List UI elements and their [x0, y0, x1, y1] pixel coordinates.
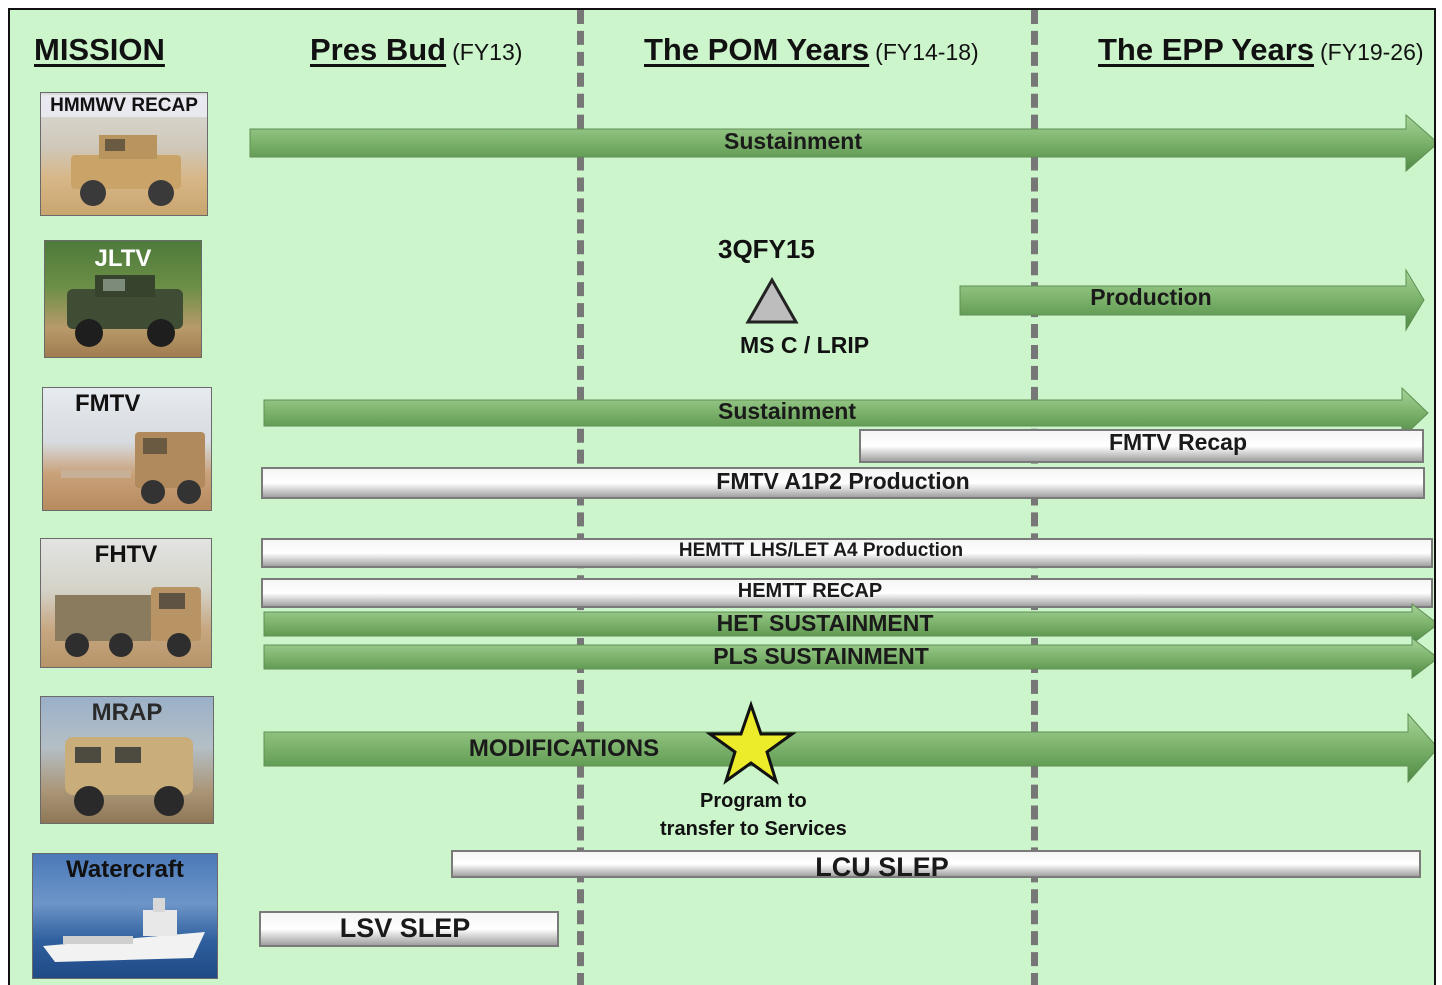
milestone-star-icon [705, 700, 797, 785]
epp-years-sub: (FY19-26) [1320, 39, 1424, 65]
pres-bud-header: Pres Bud(FY13) [310, 32, 522, 68]
mission-header: MISSION [34, 32, 165, 67]
hemtt-recap-bar [261, 578, 1433, 608]
hmmwv-sustainment-label: Sustainment [723, 128, 863, 154]
lcu-slep-label: LCU SLEP [815, 852, 949, 882]
watercraft-thumbnail: Watercraft [32, 853, 218, 979]
jltv-milestone-date: 3QFY15 [718, 234, 815, 264]
fmtv-thumbnail: FMTV [42, 387, 212, 511]
mrap-modifications-arrow [263, 712, 1434, 784]
pom-years-header: The POM Years(FY14-18) [644, 32, 979, 68]
mrap-milestone-line1: Program to [700, 790, 807, 812]
jltv-thumbnail: JLTV [44, 240, 202, 358]
pls-sustainment-label: PLS SUSTAINMENT [713, 643, 929, 669]
fmtv-a1p2-label: FMTV A1P2 Production [716, 468, 970, 494]
hmmwv-thumbnail: HMMWV RECAP [40, 92, 208, 216]
epp-years-title: The EPP Years [1098, 32, 1315, 67]
fmtv-recap-bar [859, 429, 1424, 463]
fmtv-a1p2-bar [261, 467, 1425, 499]
fhtv-thumbnail: FHTV [40, 538, 212, 668]
fhtv-label: FHTV [94, 541, 158, 568]
watercraft-label: Watercraft [66, 856, 184, 883]
lsv-slep-label: LSV SLEP [339, 913, 471, 943]
lcu-slep-bar [451, 850, 1421, 878]
mrap-thumbnail: MRAP [40, 696, 214, 824]
pom-years-sub: (FY14-18) [875, 39, 979, 65]
mrap-label: MRAP [91, 699, 163, 726]
timeline-diagram: MISSION Pres Bud(FY13) The POM Years(FY1… [8, 8, 1436, 985]
fmtv-sustainment-label: Sustainment [717, 398, 857, 424]
hemtt-recap-label: HEMTT RECAP [737, 580, 883, 602]
fhtv-vehicle-icon [55, 587, 201, 657]
watercraft-vessel-icon [43, 898, 205, 962]
hmmwv-vehicle-icon [71, 135, 181, 206]
hmmwv-sustainment-arrow [249, 113, 1434, 173]
mrap-modifications-label: MODIFICATIONS [468, 735, 660, 762]
jltv-production-arrow [959, 268, 1425, 332]
epp-years-header: The EPP Years(FY19-26) [1098, 32, 1424, 68]
het-sustainment-label: HET SUSTAINMENT [716, 610, 934, 636]
mrap-vehicle-icon [65, 737, 193, 816]
fmtv-label: FMTV [75, 390, 141, 417]
hemtt-lhs-label: HEMTT LHS/LET A4 Production [678, 540, 964, 561]
mrap-milestone-line2: transfer to Services [660, 818, 847, 840]
timeline-bars [249, 113, 1434, 947]
fmtv-recap-label: FMTV Recap [1108, 429, 1248, 455]
pres-bud-sub: (FY13) [452, 39, 523, 65]
hmmwv-label: HMMWV RECAP [41, 95, 207, 117]
pres-bud-title: Pres Bud [310, 32, 447, 67]
jltv-production-label: Production [1090, 284, 1212, 310]
fmtv-sustainment-arrow [263, 386, 1429, 440]
pom-years-title: The POM Years [644, 32, 870, 67]
milestone-triangle-icon [745, 276, 799, 324]
hemtt-lhs-bar [261, 538, 1433, 568]
jltv-vehicle-icon [67, 275, 183, 347]
lsv-slep-bar [259, 911, 559, 947]
het-sustainment-arrow [263, 602, 1434, 646]
pls-sustainment-arrow [263, 636, 1434, 680]
jltv-milestone-label: MS C / LRIP [740, 332, 870, 358]
jltv-label: JLTV [94, 245, 152, 272]
fmtv-vehicle-icon [61, 432, 205, 504]
